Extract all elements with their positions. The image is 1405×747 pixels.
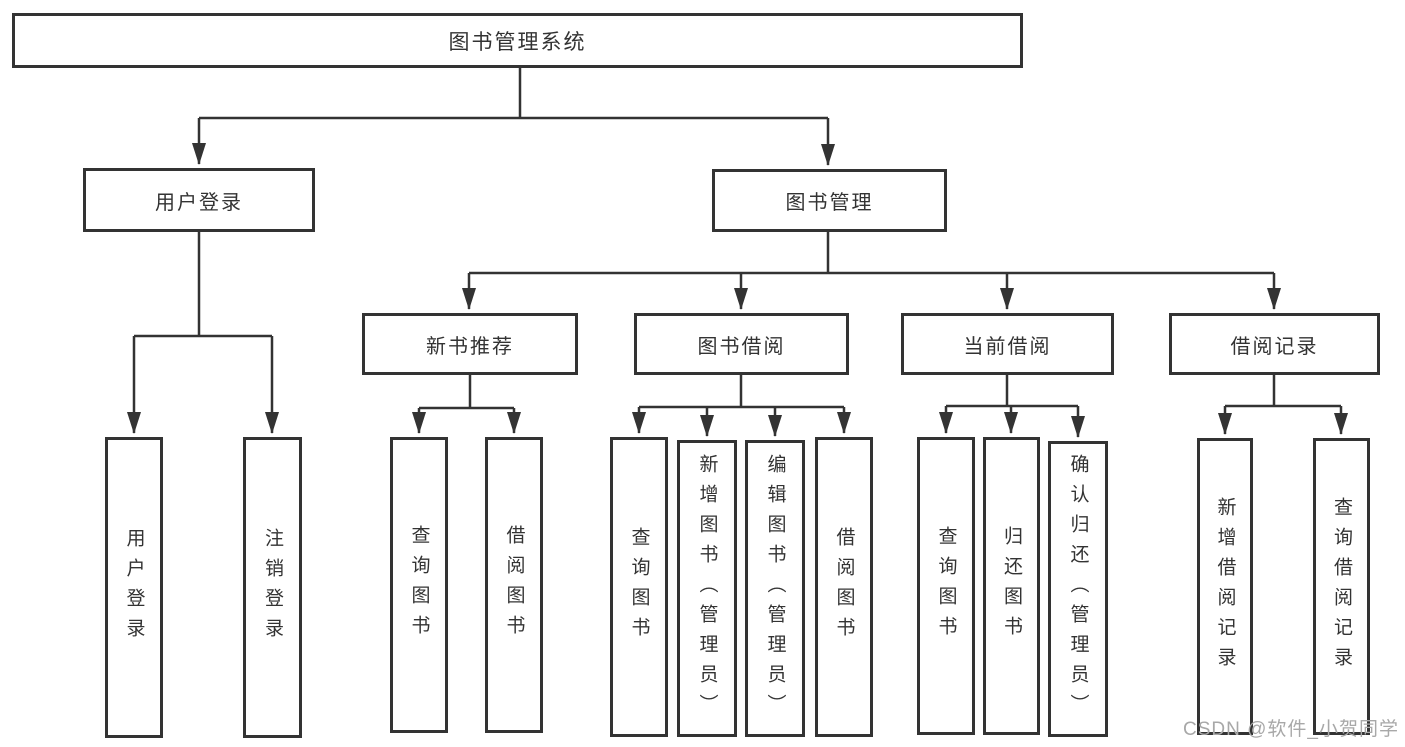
node-book-borrowing: 图书借阅	[634, 313, 849, 375]
node-root: 图书管理系统	[12, 13, 1023, 68]
leaf-user-login: 用户登录	[105, 437, 163, 738]
leaf-edit-book-admin: 编辑图书（管理员）	[745, 440, 805, 737]
node-user-login: 用户登录	[83, 168, 315, 232]
leaf-query-books-2: 查询图书	[610, 437, 668, 737]
leaf-add-borrow-record: 新增借阅记录	[1197, 438, 1253, 735]
watermark: CSDN @软件_小贺同学	[1183, 719, 1399, 740]
leaf-query-books-1: 查询图书	[390, 437, 448, 733]
leaf-logout: 注销登录	[243, 437, 302, 738]
node-book-management: 图书管理	[712, 169, 947, 232]
node-borrowing-records: 借阅记录	[1169, 313, 1380, 375]
leaf-borrow-books-1: 借阅图书	[485, 437, 543, 733]
node-new-book-recommendation: 新书推荐	[362, 313, 578, 375]
leaf-borrow-books-2: 借阅图书	[815, 437, 873, 737]
node-current-borrowing: 当前借阅	[901, 313, 1114, 375]
leaf-query-books-3: 查询图书	[917, 437, 975, 735]
leaf-confirm-return-admin: 确认归还（管理员）	[1048, 441, 1108, 737]
leaf-return-books: 归还图书	[983, 437, 1040, 735]
leaf-add-book-admin: 新增图书（管理员）	[677, 440, 737, 737]
leaf-query-borrow-record: 查询借阅记录	[1313, 438, 1370, 735]
